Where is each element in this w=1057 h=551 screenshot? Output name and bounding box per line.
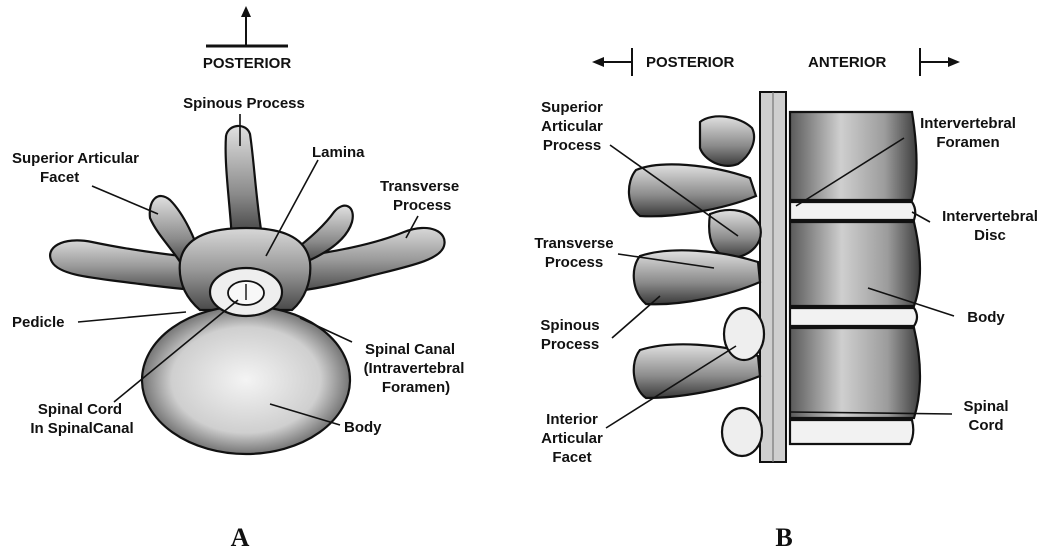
vertebral-body-a <box>142 306 350 454</box>
posterior-arrow-a <box>206 6 288 46</box>
vertebral-body-b-2 <box>790 222 920 306</box>
label-transverse-process-b-l2: Process <box>545 254 603 271</box>
label-superior-articular-facet-l2: Facet <box>40 169 79 186</box>
panel-letter-b: B <box>775 523 792 551</box>
vertebral-body-b-1 <box>790 112 917 200</box>
label-spinous-process-b-l2: Process <box>541 336 599 353</box>
label-superior-articular-process-l3: Process <box>543 137 601 154</box>
label-transverse-process-b-l1: Transverse <box>534 235 613 252</box>
label-transverse-process-a-l2: Process <box>393 197 451 214</box>
label-spinal-cord-a-l2: In SpinalCanal <box>30 420 133 437</box>
label-interior-articular-facet-l3: Facet <box>552 449 591 466</box>
label-body-b: Body <box>967 309 1005 326</box>
intervertebral-disc-3 <box>790 420 913 444</box>
label-spinal-cord-a-l1: Spinal Cord <box>38 401 122 418</box>
label-spinal-cord-b-l1: Spinal <box>963 398 1008 415</box>
label-transverse-process-a-l1: Transverse <box>380 178 459 195</box>
label-superior-articular-facet-l1: Superior Articular <box>12 150 139 167</box>
intervertebral-disc-1 <box>790 202 915 220</box>
label-spinous-process-a: Spinous Process <box>183 95 305 112</box>
label-spinal-canal-l2: (Intravertebral <box>364 360 465 377</box>
label-spinal-canal-l3: Foramen) <box>382 379 450 396</box>
label-spinal-canal-l1: Spinal Canal <box>365 341 455 358</box>
label-intervertebral-foramen-l2: Foramen <box>936 134 999 151</box>
lower-articular-process-b <box>722 408 762 456</box>
anterior-label-b: ANTERIOR <box>808 54 887 71</box>
label-spinal-cord-b-l2: Cord <box>969 417 1004 434</box>
label-intervertebral-foramen-l1: Intervertebral <box>920 115 1016 132</box>
interior-articular-facet-b <box>724 308 764 360</box>
spine-side-view <box>629 92 920 462</box>
label-superior-articular-process-l2: Articular <box>541 118 603 135</box>
label-interior-articular-facet-l1: Interior <box>546 411 598 428</box>
label-intervertebral-disc-l2: Disc <box>974 227 1006 244</box>
orientation-label-a: POSTERIOR <box>203 55 292 72</box>
intervertebral-disc-2 <box>790 308 917 326</box>
superior-articular-process-b <box>700 116 754 165</box>
panel-a: POSTERIOR <box>12 6 464 551</box>
label-spinous-process-b-l1: Spinous <box>540 317 599 334</box>
label-superior-articular-process-l1: Superior <box>541 99 603 116</box>
label-lamina: Lamina <box>312 144 365 161</box>
label-interior-articular-facet-l2: Articular <box>541 430 603 447</box>
panel-letter-a: A <box>231 523 250 551</box>
spinous-process-a <box>226 126 262 240</box>
posterior-label-b: POSTERIOR <box>646 54 735 71</box>
label-intervertebral-disc-l1: Intervertebral <box>942 208 1038 225</box>
panel-b: POSTERIOR ANTERIOR <box>534 48 1038 551</box>
vertebral-body-b-3 <box>790 328 920 418</box>
label-pedicle: Pedicle <box>12 314 65 331</box>
label-body-a: Body <box>344 419 382 436</box>
